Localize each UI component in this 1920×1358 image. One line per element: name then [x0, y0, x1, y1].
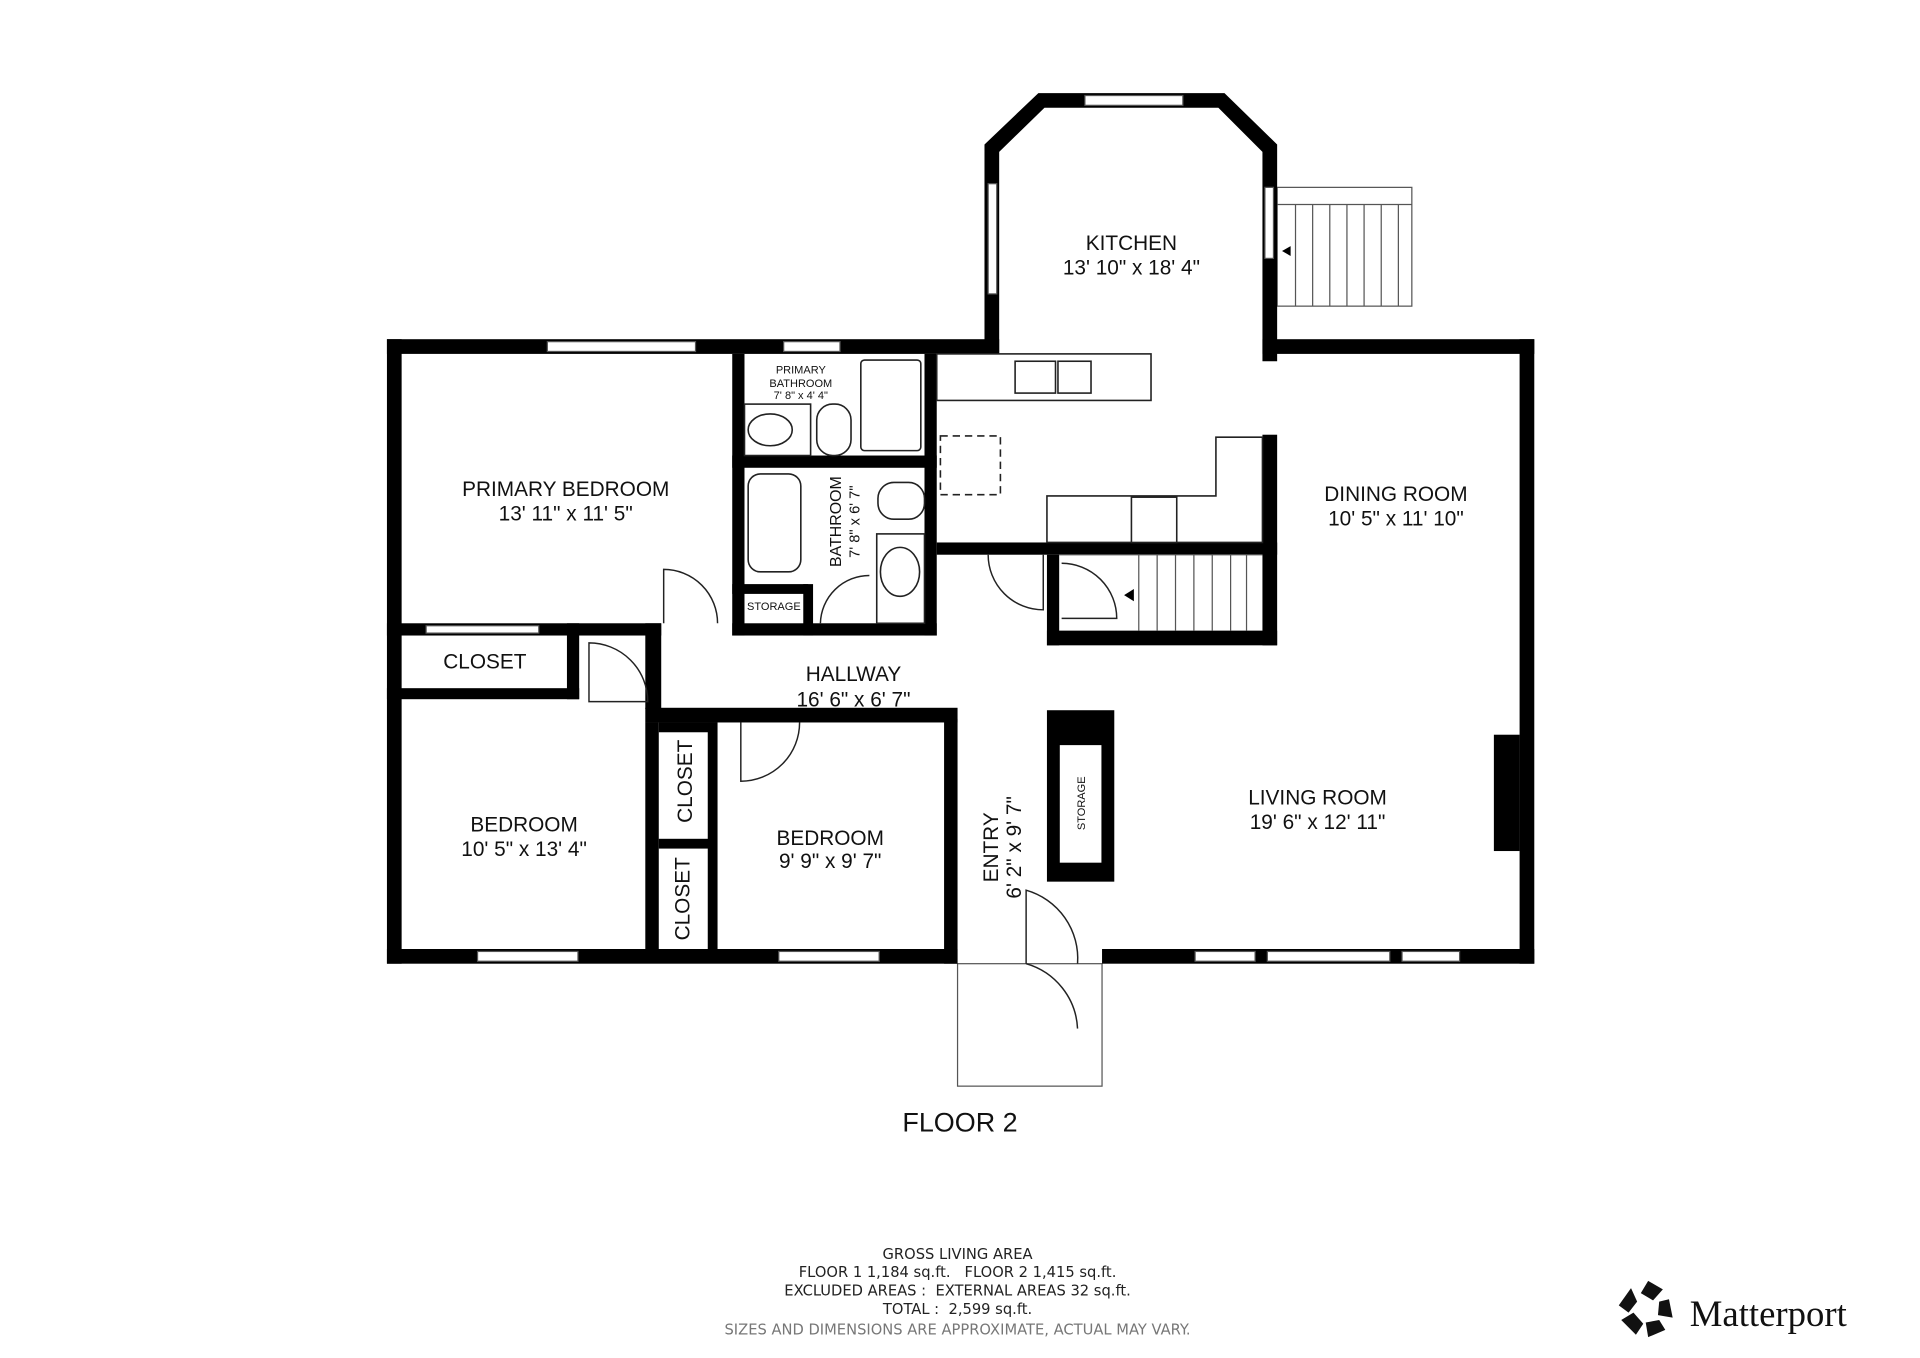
area-summary: GROSS LIVING AREA FLOOR 1 1,184 sq.ft. F… [724, 1246, 1190, 1339]
bathroom-label: BATHROOM [828, 476, 845, 567]
entry-porch [956, 963, 1103, 1087]
dining-room-dims: 10' 5" x 11' 10" [1328, 507, 1464, 530]
living-room-label: LIVING ROOM [1248, 787, 1387, 810]
exterior-stairs [1276, 186, 1413, 307]
storage-bath-label: STORAGE [747, 601, 801, 613]
primary-bathroom-label-2: BATHROOM [769, 378, 832, 390]
summary-excluded: EXCLUDED AREAS : EXTERNAL AREAS 32 sq.ft… [784, 1283, 1131, 1300]
matterport-logo-text: Matterport [1690, 1293, 1847, 1334]
summary-heading: GROSS LIVING AREA [883, 1246, 1033, 1263]
kitchen-label: KITCHEN [1086, 232, 1177, 255]
primary-bathroom-dims: 7' 8" x 4' 4" [774, 390, 828, 402]
dining-room-label: DINING ROOM [1324, 483, 1467, 506]
summary-floors: FLOOR 1 1,184 sq.ft. FLOOR 2 1,415 sq.ft… [799, 1264, 1117, 1281]
hallway-label: HALLWAY [806, 663, 902, 686]
disclaimer: SIZES AND DIMENSIONS ARE APPROXIMATE, AC… [724, 1322, 1190, 1339]
entry-label: ENTRY [980, 812, 1003, 882]
matterport-logo: Matterport [1618, 1280, 1847, 1338]
fixtures [588, 353, 1264, 1029]
storage-entry-label: STORAGE [1076, 776, 1088, 830]
kitchen-dims: 13' 10" x 18' 4" [1063, 256, 1200, 279]
bedroom-1-label: BEDROOM [470, 813, 577, 836]
hallway-dims: 16' 6" x 6' 7" [796, 689, 910, 712]
entry-dims: 6' 2" x 9' 7" [1003, 796, 1026, 898]
walls [386, 93, 1535, 964]
bedroom-2-label: BEDROOM [776, 827, 883, 850]
bedroom-1-dims: 10' 5" x 13' 4" [461, 838, 587, 861]
living-room-dims: 19' 6" x 12' 11" [1250, 811, 1386, 834]
closet-b-label: CLOSET [671, 857, 694, 941]
primary-bedroom-label: PRIMARY BEDROOM [462, 478, 669, 501]
bedroom-2-dims: 9' 9" x 9' 7" [779, 850, 881, 873]
summary-total: TOTAL : 2,599 sq.ft. [882, 1301, 1032, 1318]
floor-title: FLOOR 2 [902, 1107, 1017, 1137]
closet-primary-label: CLOSET [443, 651, 527, 674]
primary-bathroom-label-1: PRIMARY [776, 364, 827, 376]
bathroom-dims: 7' 8" x 6' 7" [848, 485, 864, 557]
matterport-logo-icon [1618, 1280, 1673, 1338]
primary-bedroom-dims: 13' 11" x 11' 5" [499, 502, 633, 525]
closet-a-label: CLOSET [674, 739, 697, 823]
